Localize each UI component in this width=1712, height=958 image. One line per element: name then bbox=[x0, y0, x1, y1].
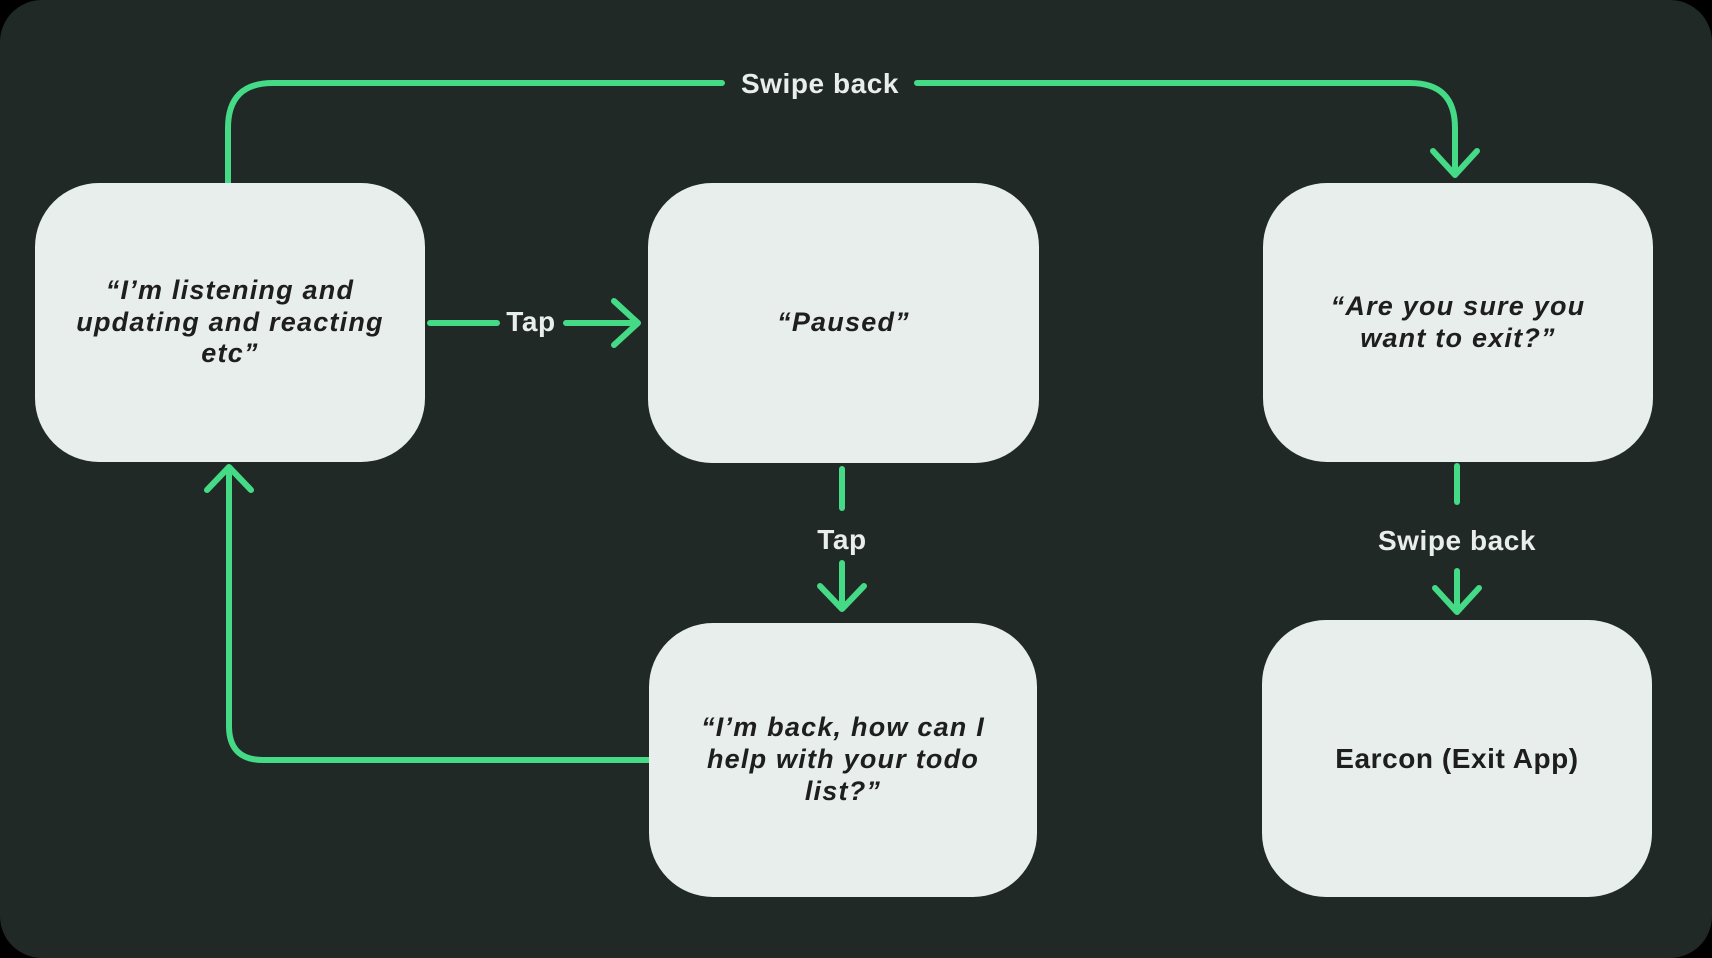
node-earcon-line-1: Earcon (Exit App) bbox=[1335, 742, 1579, 774]
node-confirm-exit-line-1: “Are you sure you bbox=[1330, 290, 1586, 321]
node-listening-line-1: “I’m listening and bbox=[105, 274, 355, 305]
edge-return-loop bbox=[226, 470, 652, 763]
node-paused-text: “Paused” bbox=[777, 307, 910, 339]
node-back-todo-line-3: list?” bbox=[804, 775, 882, 806]
node-paused: “Paused” bbox=[648, 183, 1039, 463]
edge-label-tap-down: Tap bbox=[817, 524, 867, 555]
node-listening-line-2: updating and reacting bbox=[76, 306, 384, 337]
node-confirm-exit: “Are you sure you want to exit?” bbox=[1263, 183, 1653, 462]
node-back-todo-text: “I’m back, how can I help with your todo… bbox=[701, 712, 985, 808]
node-back-todo: “I’m back, how can I help with your todo… bbox=[649, 623, 1037, 897]
edge-label-swipe-back-down: Swipe back bbox=[1377, 525, 1537, 556]
edge-swipe-back-left-segment bbox=[225, 80, 725, 186]
arrowhead-down-into-earcon bbox=[1432, 585, 1482, 615]
arrowhead-up-into-listening bbox=[204, 464, 254, 493]
node-earcon-exit-app: Earcon (Exit App) bbox=[1262, 620, 1652, 897]
edge-label-tap-right: Tap bbox=[506, 306, 556, 337]
node-listening: “I’m listening and updating and reacting… bbox=[35, 183, 425, 462]
arrowhead-down-into-confirm-exit bbox=[1430, 148, 1480, 178]
edge-group bbox=[204, 80, 1482, 763]
node-confirm-exit-text: “Are you sure you want to exit?” bbox=[1331, 291, 1586, 355]
node-back-todo-line-1: “I’m back, how can I bbox=[701, 712, 985, 743]
node-listening-text: “I’m listening and updating and reacting… bbox=[76, 275, 384, 371]
node-listening-line-3: etc” bbox=[201, 338, 259, 369]
node-earcon-text: Earcon (Exit App) bbox=[1335, 742, 1578, 775]
edge-label-swipe-back-top: Swipe back bbox=[740, 68, 900, 99]
arrowhead-down-into-back-todo bbox=[817, 583, 867, 612]
node-confirm-exit-line-2: want to exit?” bbox=[1360, 322, 1556, 353]
node-back-todo-line-2: help with your todo bbox=[706, 744, 980, 775]
node-paused-line-1: “Paused” bbox=[777, 307, 910, 338]
edge-swipe-back-right-segment bbox=[914, 80, 1458, 174]
arrowhead-right-into-paused bbox=[611, 298, 641, 348]
